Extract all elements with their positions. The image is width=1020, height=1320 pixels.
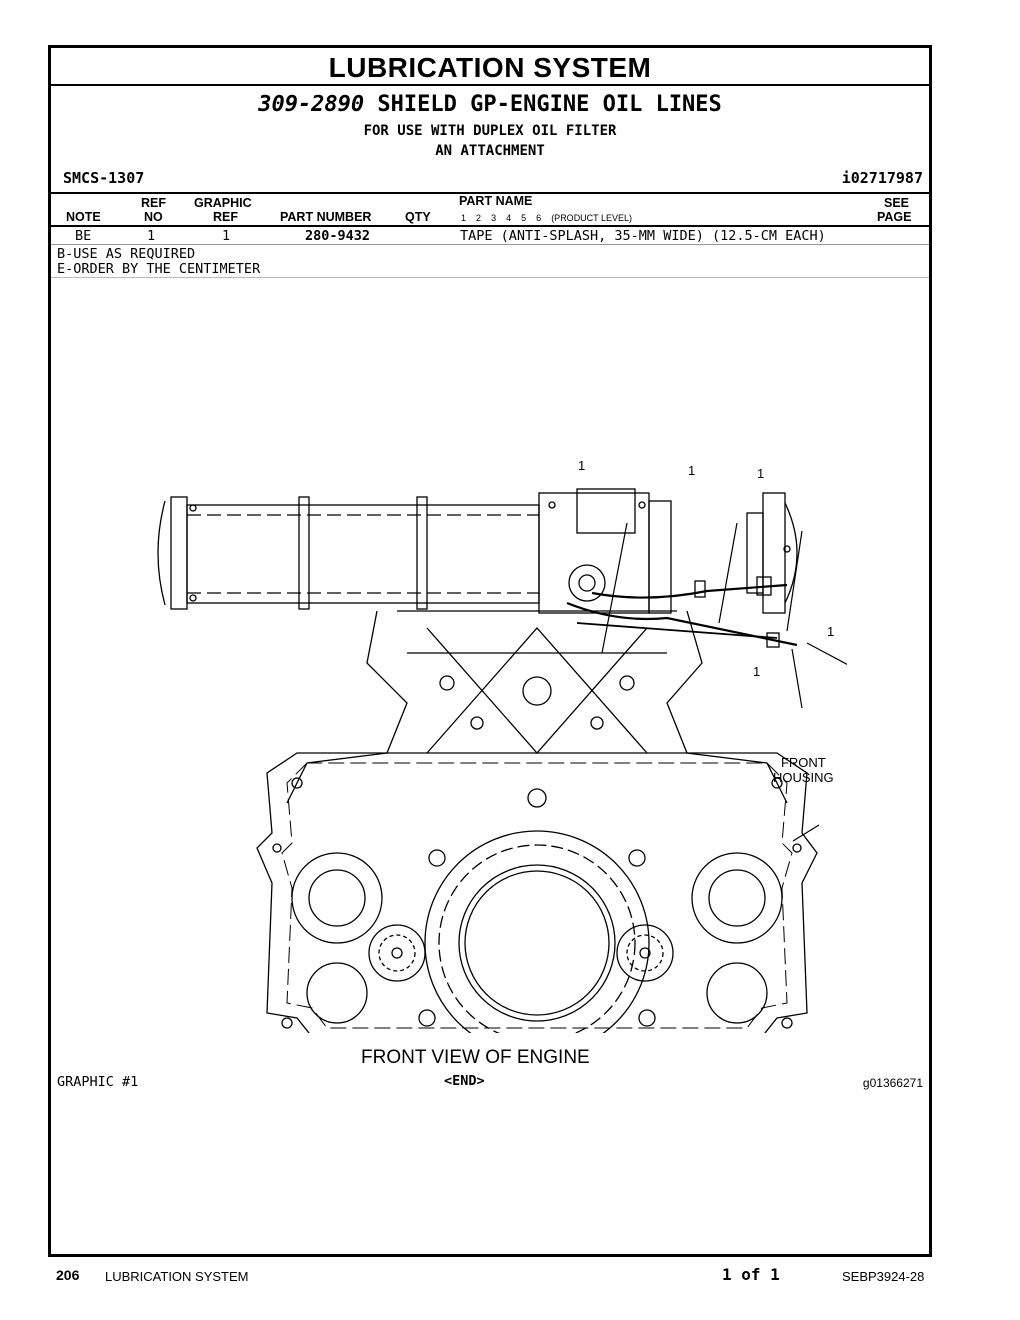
callout-1: 1 <box>578 458 586 473</box>
usage-line-2: AN ATTACHMENT <box>435 143 545 159</box>
group-number: 309-2890 <box>258 92 365 117</box>
page-count: 1 of 1 <box>722 1265 780 1284</box>
row-part-number: 280-9432 <box>305 228 371 244</box>
col-qty: QTY <box>405 210 431 224</box>
callout-4: 1 <box>827 624 835 639</box>
doc-number: SEBP3924-28 <box>842 1269 925 1284</box>
col-see-bottom: PAGE <box>877 210 912 224</box>
product-level-2: 2 <box>476 213 482 223</box>
title-divider <box>51 84 929 86</box>
graphic-label: GRAPHIC #1 <box>57 1074 139 1090</box>
col-ref-bottom: NO <box>144 210 163 224</box>
product-level-3: 3 <box>491 213 497 223</box>
smcs-code: SMCS-1307 <box>63 169 145 187</box>
front-housing-line1: FRONT <box>780 755 826 770</box>
col-note: NOTE <box>66 210 101 224</box>
product-level-4: 4 <box>506 213 512 223</box>
product-level-5: 5 <box>521 213 527 223</box>
column-header-divider <box>51 225 929 227</box>
note-e: E-ORDER BY THE CENTIMETER <box>57 261 261 277</box>
product-level-6: 6 <box>536 213 542 223</box>
product-level-1: 1 <box>461 213 467 223</box>
row-part-name: TAPE (ANTI-SPLASH, 35-MM WIDE) (12.5-CM … <box>460 228 826 244</box>
group-name: SHIELD GP-ENGINE OIL LINES <box>377 92 722 117</box>
row-graphic-ref: 1 <box>222 228 231 244</box>
end-marker: <END> <box>444 1073 485 1089</box>
section-title: LUBRICATION SYSTEM <box>328 52 652 83</box>
front-housing-label: FRONT HOUSING <box>773 755 834 785</box>
callout-2: 1 <box>688 463 696 478</box>
product-level-label: (PRODUCT LEVEL) <box>551 213 633 223</box>
row-ref-no: 1 <box>147 228 156 244</box>
col-part-name: PART NAME <box>459 194 533 208</box>
usage-line-1: FOR USE WITH DUPLEX OIL FILTER <box>363 123 617 139</box>
col-part-number: PART NUMBER <box>280 210 372 224</box>
page-frame: LUBRICATION SYSTEM 309-2890 SHIELD GP-EN… <box>48 45 932 1257</box>
row-divider <box>51 244 929 245</box>
col-graphic-top: GRAPHIC <box>194 196 252 210</box>
note-b: B-USE AS REQUIRED <box>57 246 196 262</box>
graphic-caption: FRONT VIEW OF ENGINE <box>361 1047 590 1068</box>
group-title: 309-2890 SHIELD GP-ENGINE OIL LINES <box>51 92 929 117</box>
header-divider <box>51 192 929 194</box>
image-id: g01366271 <box>862 1076 923 1090</box>
callout-5: 1 <box>753 664 761 679</box>
callout-3: 1 <box>757 466 765 481</box>
info-id: i02717987 <box>841 169 923 187</box>
col-ref-top: REF <box>141 196 166 210</box>
col-see-top: SEE <box>884 196 910 210</box>
row-note: BE <box>75 228 92 244</box>
product-levels: 1 2 3 4 5 6 (PRODUCT LEVEL) <box>461 213 632 223</box>
front-housing-line2: HOUSING <box>773 770 834 785</box>
engine-front-view-drawing <box>157 488 847 1033</box>
notes-divider <box>51 277 929 278</box>
page-number: 206 <box>56 1267 80 1283</box>
col-graphic-bottom: REF <box>213 210 238 224</box>
footer-section: LUBRICATION SYSTEM <box>105 1269 249 1284</box>
